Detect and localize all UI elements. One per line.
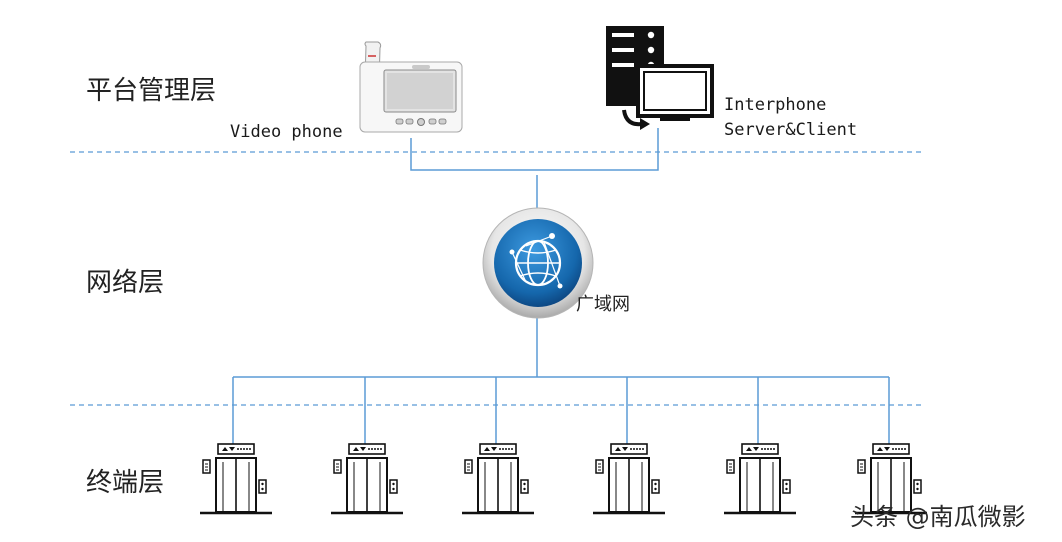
network-layer-label: 网络层	[86, 268, 165, 298]
elevator-icon	[593, 443, 665, 515]
server-label-line2: Server&Client	[724, 120, 858, 140]
elevator-icon	[331, 443, 403, 515]
watermark: 头条 @南瓜微影	[850, 503, 1026, 531]
platform-layer-label: 平台管理层	[86, 76, 217, 106]
server-client-icon	[606, 26, 714, 130]
server-label-line1: Interphone	[724, 95, 827, 115]
terminal-layer-label: 终端层	[86, 468, 165, 498]
elevator-icon	[855, 443, 927, 515]
elevator-icon	[200, 443, 272, 515]
video-phone-icon	[359, 41, 463, 133]
wan-label: 广域网	[576, 294, 630, 315]
elevator-icon	[724, 443, 796, 515]
phone-server-link	[410, 128, 659, 171]
video-phone-label: Video phone	[230, 122, 343, 142]
globe-network-icon	[482, 207, 594, 319]
elevator-icon	[462, 443, 534, 515]
